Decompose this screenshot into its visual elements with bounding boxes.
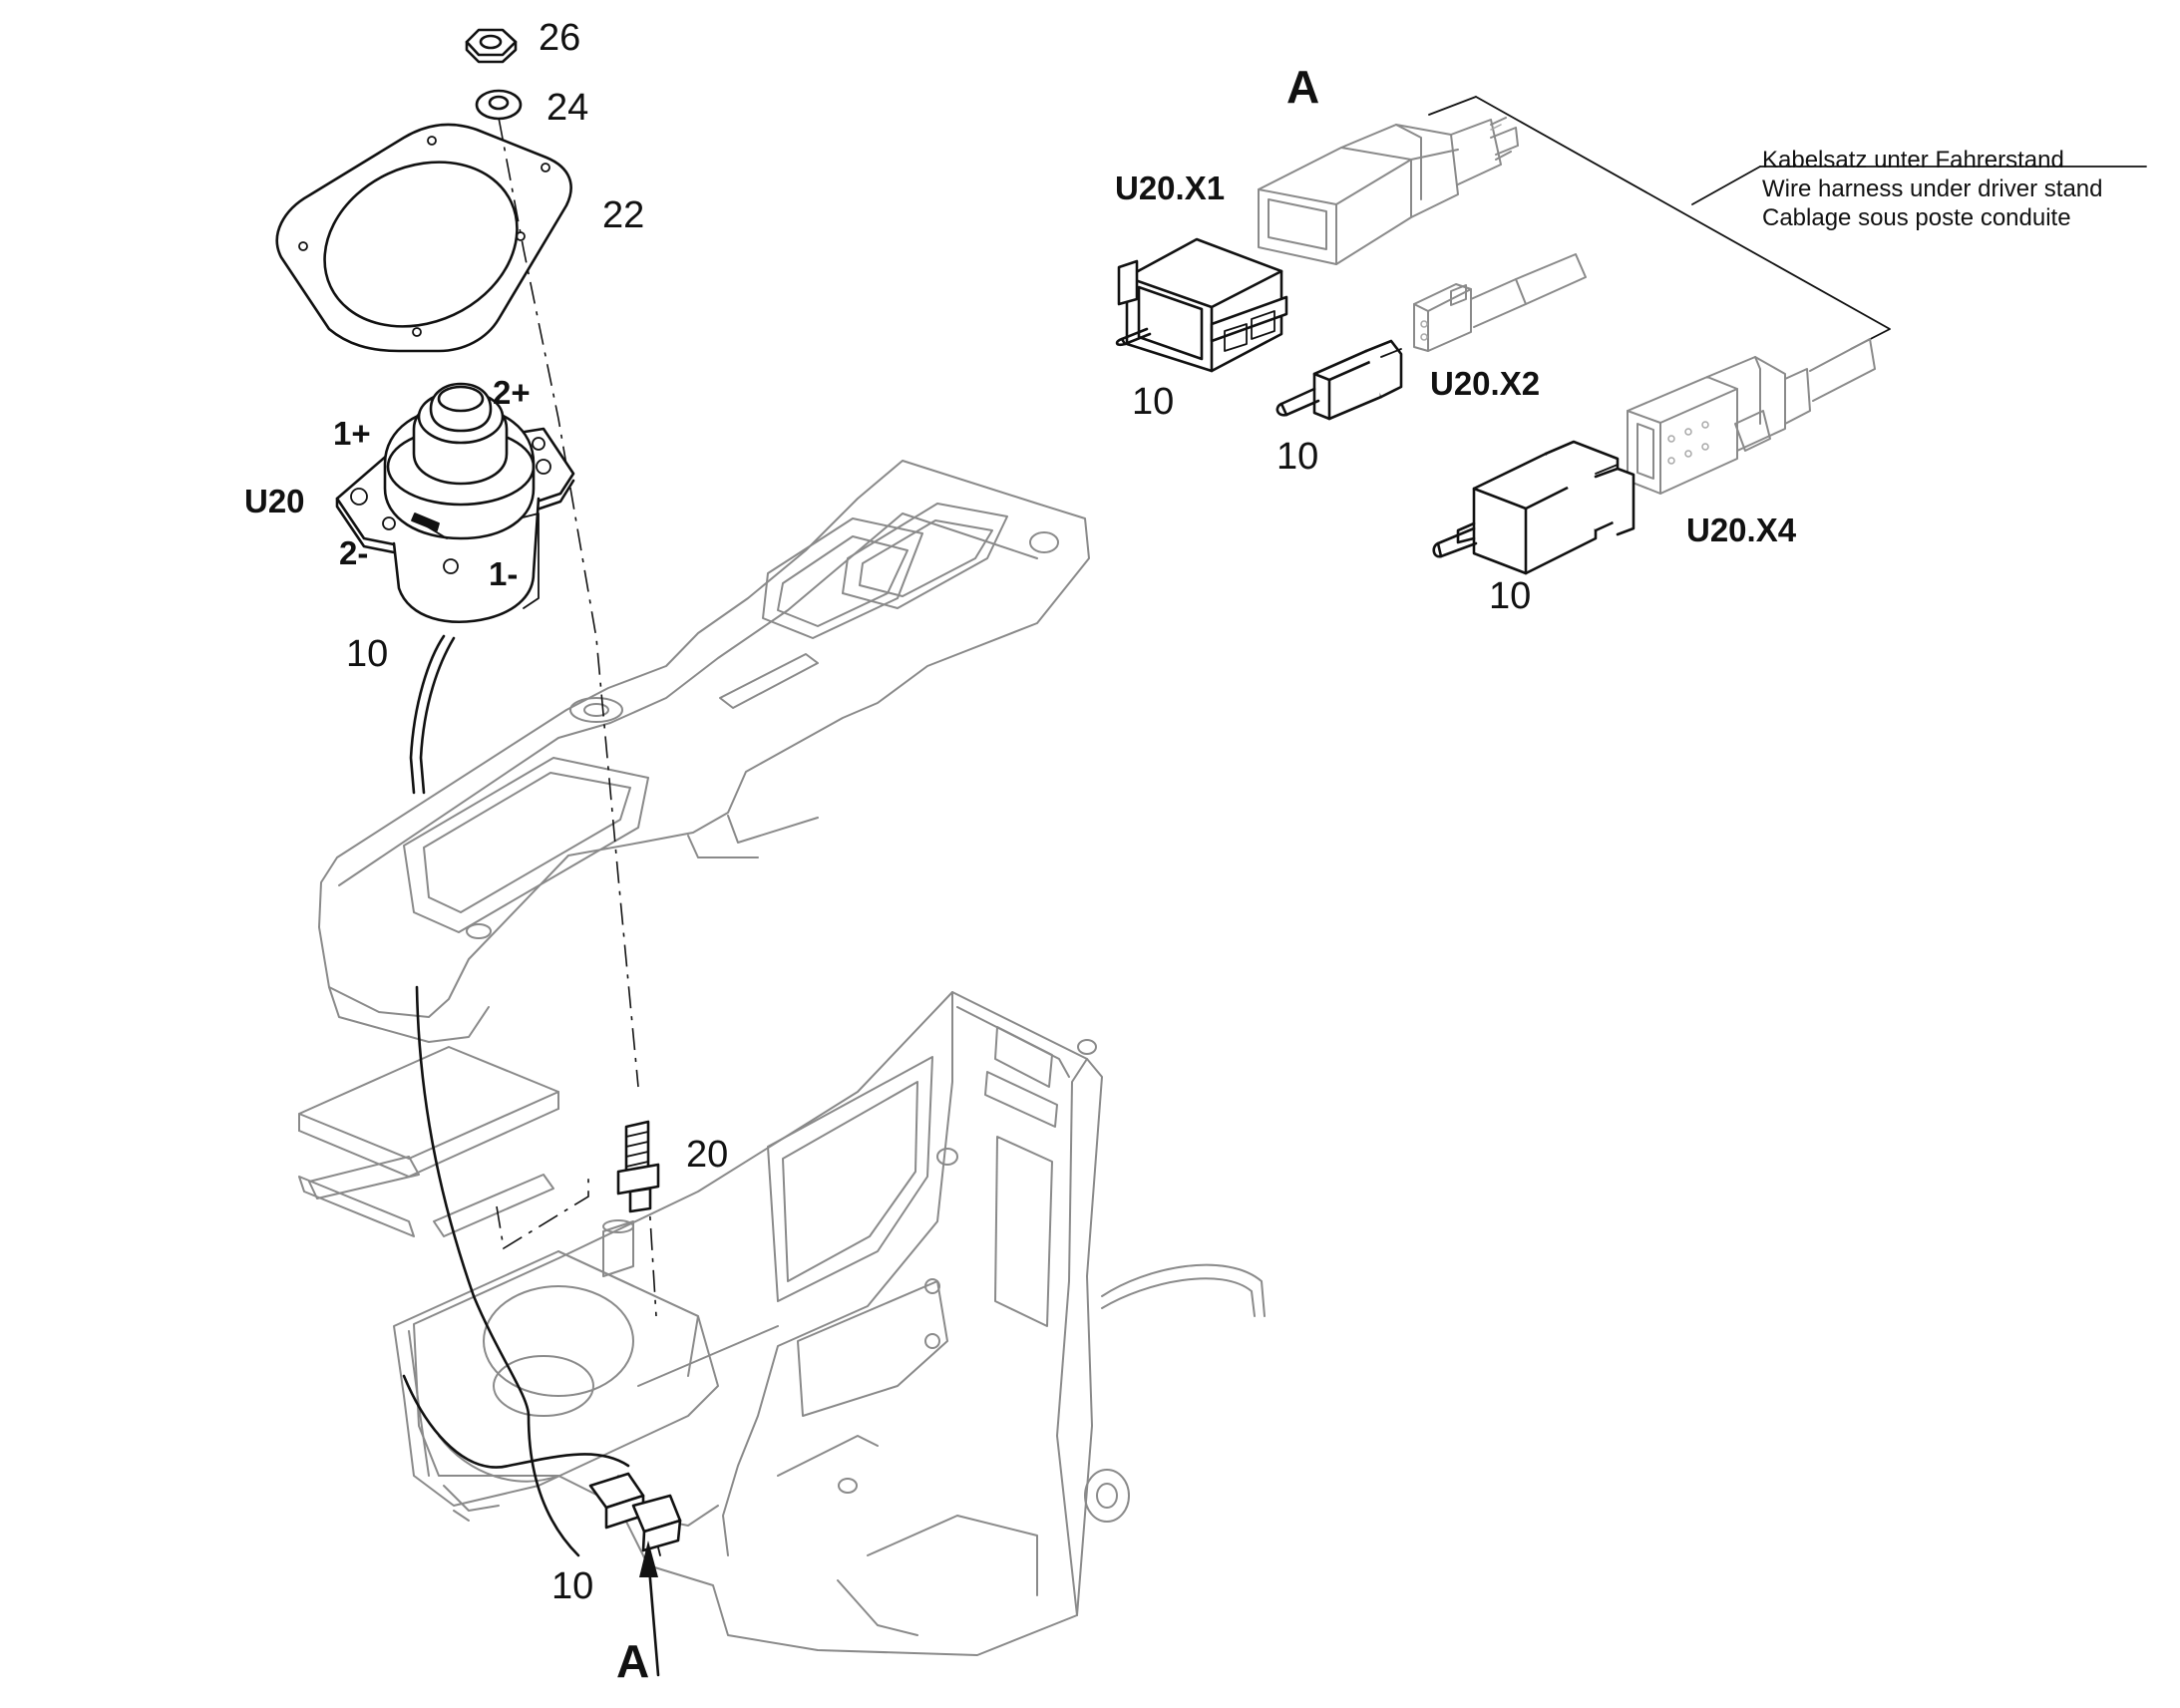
- assembly-axis: [498, 117, 639, 1088]
- cover-strips: [298, 1046, 559, 1237]
- detail-view-label: A: [1286, 61, 1319, 113]
- mating-connector-x1: [1258, 117, 1519, 265]
- terminal-2-minus: 2-: [339, 534, 368, 571]
- callout-x1-10: 10: [1132, 381, 1174, 423]
- sensor-u20: [335, 382, 575, 624]
- callout-26: 26: [539, 17, 580, 59]
- harness-label-fr: Cablage sous poste conduite: [1762, 204, 2071, 231]
- connector-label-x4: U20.X4: [1686, 512, 1797, 548]
- callout-20: 20: [686, 1134, 728, 1176]
- callout-22: 22: [602, 194, 644, 236]
- sensor-cable: [409, 634, 446, 795]
- sensor-cable-lower: [415, 985, 580, 1557]
- mating-connector-x4: [1627, 338, 1876, 495]
- terminal-1-plus: 1+: [333, 415, 371, 452]
- connector-label-x2: U20.X2: [1430, 365, 1540, 402]
- view-a-arrow-label: A: [616, 1635, 649, 1687]
- connector-x2: [1275, 339, 1403, 421]
- callout-24: 24: [546, 87, 588, 129]
- callout-sensor-10: 10: [346, 633, 388, 675]
- component-label-u20: U20: [244, 483, 305, 519]
- connector-x1: [1115, 237, 1288, 373]
- harness-label-en: Wire harness under driver stand: [1762, 175, 2102, 202]
- callout-x2-10: 10: [1276, 436, 1318, 478]
- terminal-1-minus: 1-: [489, 555, 518, 592]
- callout-x4-10: 10: [1489, 575, 1531, 617]
- stud-20: [616, 1120, 660, 1213]
- lower-connectors: [588, 1472, 682, 1561]
- nut-26: [465, 28, 518, 64]
- view-a-arrow: [639, 1540, 660, 1677]
- connector-label-x1: U20.X1: [1115, 170, 1225, 206]
- connector-x4: [1432, 440, 1635, 575]
- cover-plate-22: [275, 123, 572, 353]
- terminal-2-plus: 2+: [493, 374, 531, 411]
- mating-connector-x2: [1413, 253, 1587, 352]
- assembly-axis-bracket: [496, 1177, 589, 1250]
- harness-label-de: Kabelsatz unter Fahrerstand: [1762, 147, 2064, 173]
- washer-24: [475, 89, 523, 121]
- frame: [413, 991, 1266, 1656]
- callout-harness-10: 10: [551, 1565, 593, 1607]
- console-cover: [318, 460, 1090, 1043]
